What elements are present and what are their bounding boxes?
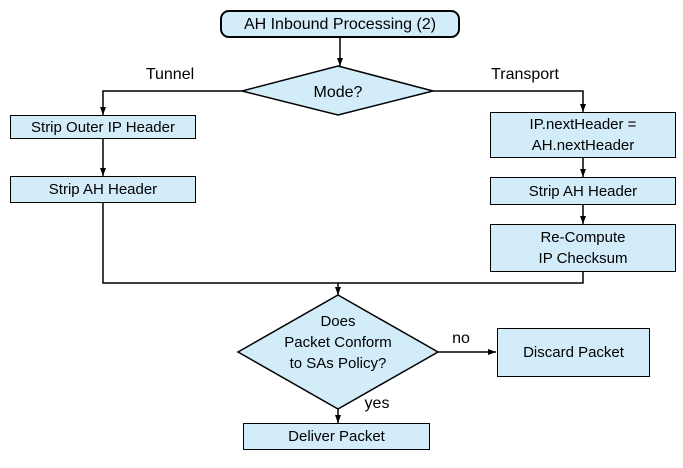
strip-outer-ip-node: Strip Outer IP Header <box>10 115 196 139</box>
mode-diamond-shape <box>241 65 434 116</box>
edge-mode-transport <box>433 90 586 112</box>
ip-next-header-node: IP.nextHeader = AH.nextHeader <box>490 112 676 158</box>
policy-diamond-label: Does Packet Conform to SAs Policy? <box>284 313 392 372</box>
edge-merge-left <box>102 203 338 284</box>
policy-diamond-shape <box>236 294 440 410</box>
deliver-packet-label: Deliver Packet <box>288 428 385 445</box>
tunnel-branch-label: Tunnel <box>145 66 195 83</box>
strip-ah-right-node: Strip AH Header <box>490 177 676 205</box>
strip-ah-right-label: Strip AH Header <box>528 182 638 200</box>
start-node: AH Inbound Processing (2) <box>220 10 460 38</box>
edge-mode-tunnel <box>100 90 242 115</box>
ip-next-header-label: IP.nextHeader = AH.nextHeader <box>529 116 637 154</box>
edge-merge-right <box>338 272 584 284</box>
strip-outer-ip-label: Strip Outer IP Header <box>31 118 175 136</box>
discard-packet-node: Discard Packet <box>497 328 650 377</box>
strip-ah-left-node: Strip AH Header <box>10 176 196 203</box>
recompute-checksum-label: Re-Compute IP Checksum <box>538 229 628 267</box>
recompute-checksum-node: Re-Compute IP Checksum <box>490 224 676 272</box>
mode-diamond-label: Mode? <box>313 83 363 101</box>
no-branch-label: no <box>452 330 470 347</box>
yes-branch-label: yes <box>364 395 390 412</box>
strip-ah-left-label: Strip AH Header <box>48 181 158 198</box>
transport-branch-label: Transport <box>491 66 559 83</box>
start-node-label: AH Inbound Processing (2) <box>243 15 437 33</box>
deliver-packet-node: Deliver Packet <box>243 423 430 450</box>
discard-packet-label: Discard Packet <box>523 344 624 361</box>
